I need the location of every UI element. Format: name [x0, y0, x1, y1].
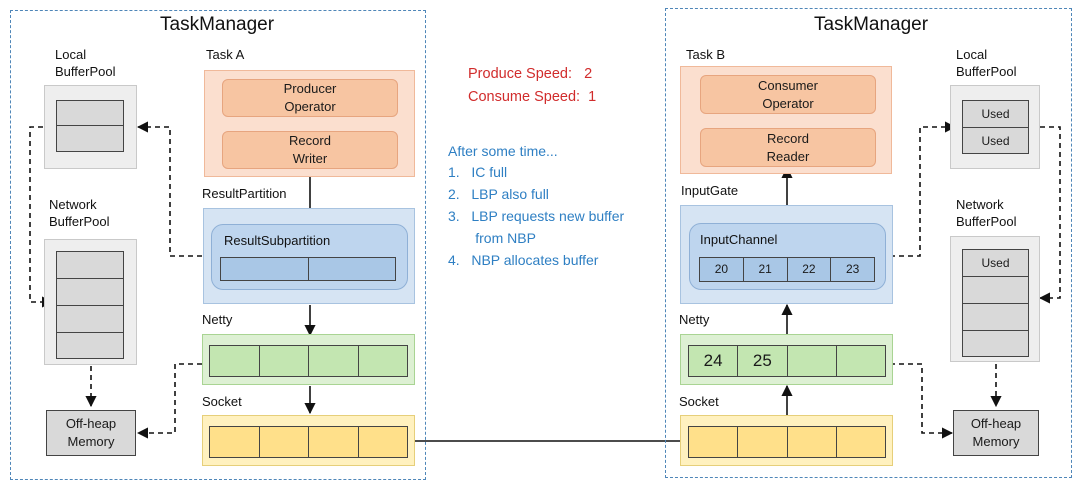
buffer-cell — [260, 427, 309, 457]
record-reader: Record Reader — [700, 128, 876, 167]
note-item-4: 4. NBP allocates buffer — [448, 252, 599, 268]
left-taskmanager-frame — [10, 10, 426, 480]
buffer-slot — [57, 252, 123, 279]
left-network-bufferpool-label: Network BufferPool — [49, 197, 110, 229]
right-local-bufferpool-label: Local BufferPool — [956, 47, 1017, 79]
record-writer: Record Writer — [222, 131, 398, 169]
buffer-slot — [57, 101, 123, 126]
dash-lbp-to-nbp-right — [1038, 126, 1061, 304]
buffer-slot: Used — [963, 250, 1028, 277]
task-a-label: Task A — [206, 47, 245, 62]
buffer-cell — [738, 427, 788, 457]
buffer-cell — [788, 346, 837, 376]
left-taskmanager-title: TaskManager — [160, 14, 275, 35]
buffer-cell — [260, 346, 309, 376]
inputchannel-buffers: 20 21 22 23 — [699, 257, 875, 282]
right-network-bufferpool-slots: Used — [962, 249, 1029, 357]
note-item-3: 3. LBP requests new buffer — [448, 208, 625, 224]
producer-operator: Producer Operator — [222, 79, 398, 117]
dash-netty-to-offheap-right — [890, 363, 954, 439]
buffer-cell — [359, 427, 408, 457]
buffer-cell: 21 — [744, 258, 788, 281]
dash-lbp-to-nbp — [29, 126, 54, 308]
buffer-cell — [788, 427, 837, 457]
buffer-cell: 22 — [788, 258, 832, 281]
produce-speed: Produce Speed: 2 — [468, 66, 593, 82]
right-taskmanager-frame — [665, 8, 1072, 478]
left-network-bufferpool-slots — [56, 251, 124, 359]
buffer-cell — [221, 258, 309, 280]
right-netty-label: Netty — [679, 312, 710, 327]
note-item-3-cont: from NBP — [448, 230, 536, 246]
result-subpartition-label: ResultSubpartition — [224, 233, 331, 248]
dash-inputchannel-to-lbp — [890, 121, 957, 257]
left-socket-label: Socket — [202, 394, 242, 409]
left-socket-buffers — [209, 426, 408, 458]
buffer-slot: Used — [981, 134, 1010, 148]
left-netty-label: Netty — [202, 312, 233, 327]
buffer-cell — [309, 346, 359, 376]
buffer-cell: 24 — [689, 346, 739, 376]
note-item-2: 2. LBP also full — [448, 186, 549, 202]
buffer-cell: 23 — [845, 262, 860, 276]
task-b-label: Task B — [686, 47, 726, 62]
left-local-bufferpool-slots — [56, 100, 124, 152]
right-taskmanager-title: TaskManager — [814, 14, 929, 35]
result-subpartition-buffers — [220, 257, 396, 281]
buffer-slot — [963, 277, 1028, 304]
buffer-cell: 20 — [700, 258, 744, 281]
inputgate-label: InputGate — [681, 183, 739, 198]
result-partition-label: ResultPartition — [202, 186, 287, 201]
buffer-cell — [837, 427, 885, 457]
right-netty-buffers: 24 25 — [688, 345, 886, 377]
note-item-1: 1. IC full — [448, 164, 508, 180]
buffer-slot — [57, 279, 123, 306]
inputchannel-label: InputChannel — [700, 232, 778, 247]
buffer-slot — [57, 306, 123, 333]
buffer-cell — [309, 258, 396, 280]
right-socket-label: Socket — [679, 394, 719, 409]
right-socket-buffers — [688, 426, 886, 458]
consumer-operator: Consumer Operator — [700, 75, 876, 114]
right-local-bufferpool-slots: Used Used — [962, 100, 1029, 154]
notes-heading: After some time... — [448, 143, 558, 159]
right-offheap-memory: Off-heap Memory — [953, 410, 1039, 456]
left-offheap-memory: Off-heap Memory — [46, 410, 136, 456]
buffer-cell — [309, 427, 359, 457]
buffer-cell — [837, 346, 885, 376]
dash-netty-to-offheap — [136, 363, 202, 439]
consume-speed: Consume Speed: 1 — [468, 89, 597, 105]
buffer-cell — [210, 427, 260, 457]
buffer-slot — [963, 304, 1028, 331]
buffer-cell — [359, 346, 408, 376]
buffer-cell — [210, 346, 260, 376]
buffer-slot: Used — [963, 101, 1028, 128]
left-local-bufferpool-label: Local BufferPool — [55, 47, 116, 79]
left-netty-buffers — [209, 345, 408, 377]
buffer-cell: 25 — [738, 346, 788, 376]
buffer-cell — [689, 427, 739, 457]
right-network-bufferpool-label: Network BufferPool — [956, 197, 1017, 229]
